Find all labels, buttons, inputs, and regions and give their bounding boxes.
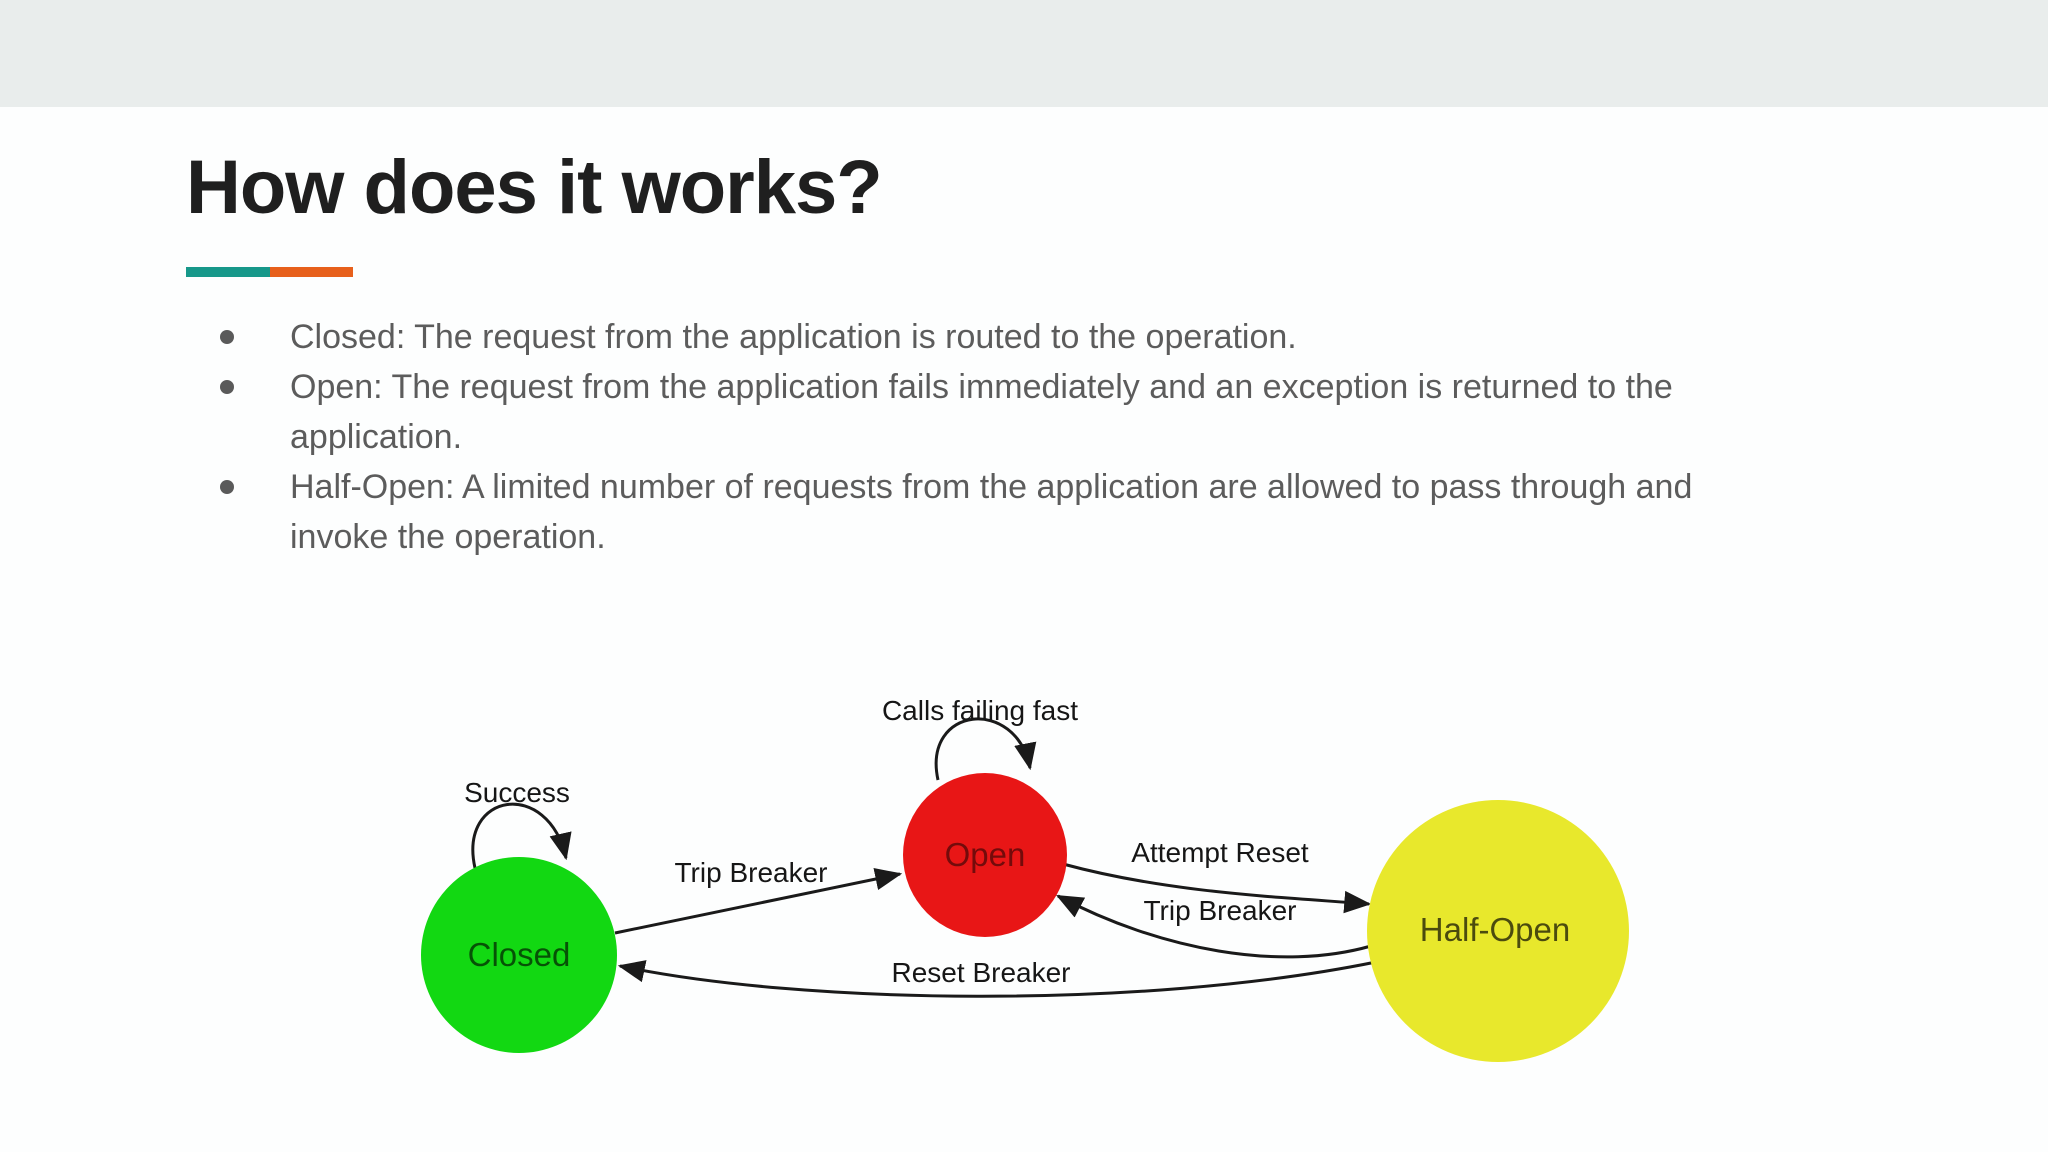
transition-arrow-open-self-calls-failing-fast — [934, 717, 1037, 781]
page-title: How does it works? — [186, 145, 883, 230]
state-open-circle — [903, 773, 1067, 937]
state-closed-circle — [421, 857, 617, 1053]
transition-label-reset-breaker: Reset Breaker — [892, 957, 1071, 988]
state-half-open-circle — [1367, 800, 1629, 1062]
accent-teal-segment — [186, 267, 270, 277]
transition-label-attempt-reset: Attempt Reset — [1131, 837, 1309, 868]
bullet-list: Closed: The request from the application… — [219, 312, 1799, 562]
header-band — [0, 0, 2048, 107]
transition-arrow-closed-self-success — [471, 802, 572, 869]
transition-arrow-half-open-to-open — [1056, 894, 1372, 959]
state-open-label: Open — [945, 836, 1026, 873]
bullet-item-half-open: Half-Open: A limited number of requests … — [219, 462, 1799, 562]
title-accent-bar — [186, 267, 353, 277]
accent-orange-segment — [270, 267, 353, 277]
transition-label-trip-breaker-right: Trip Breaker — [1143, 895, 1296, 926]
state-half-open-label: Half-Open — [1420, 911, 1570, 948]
transition-arrow-closed-to-open — [614, 868, 903, 935]
transition-arrow-half-open-to-closed — [617, 960, 1377, 998]
transition-label-trip-breaker-left: Trip Breaker — [674, 857, 827, 888]
state-closed-label: Closed — [468, 936, 571, 973]
bullet-item-open: Open: The request from the application f… — [219, 362, 1799, 462]
bullet-item-closed: Closed: The request from the application… — [219, 312, 1799, 362]
transition-label-success: Success — [464, 777, 570, 808]
transition-arrow-open-to-half-open — [1062, 862, 1372, 914]
transition-label-calls-failing-fast: Calls failing fast — [882, 695, 1078, 726]
